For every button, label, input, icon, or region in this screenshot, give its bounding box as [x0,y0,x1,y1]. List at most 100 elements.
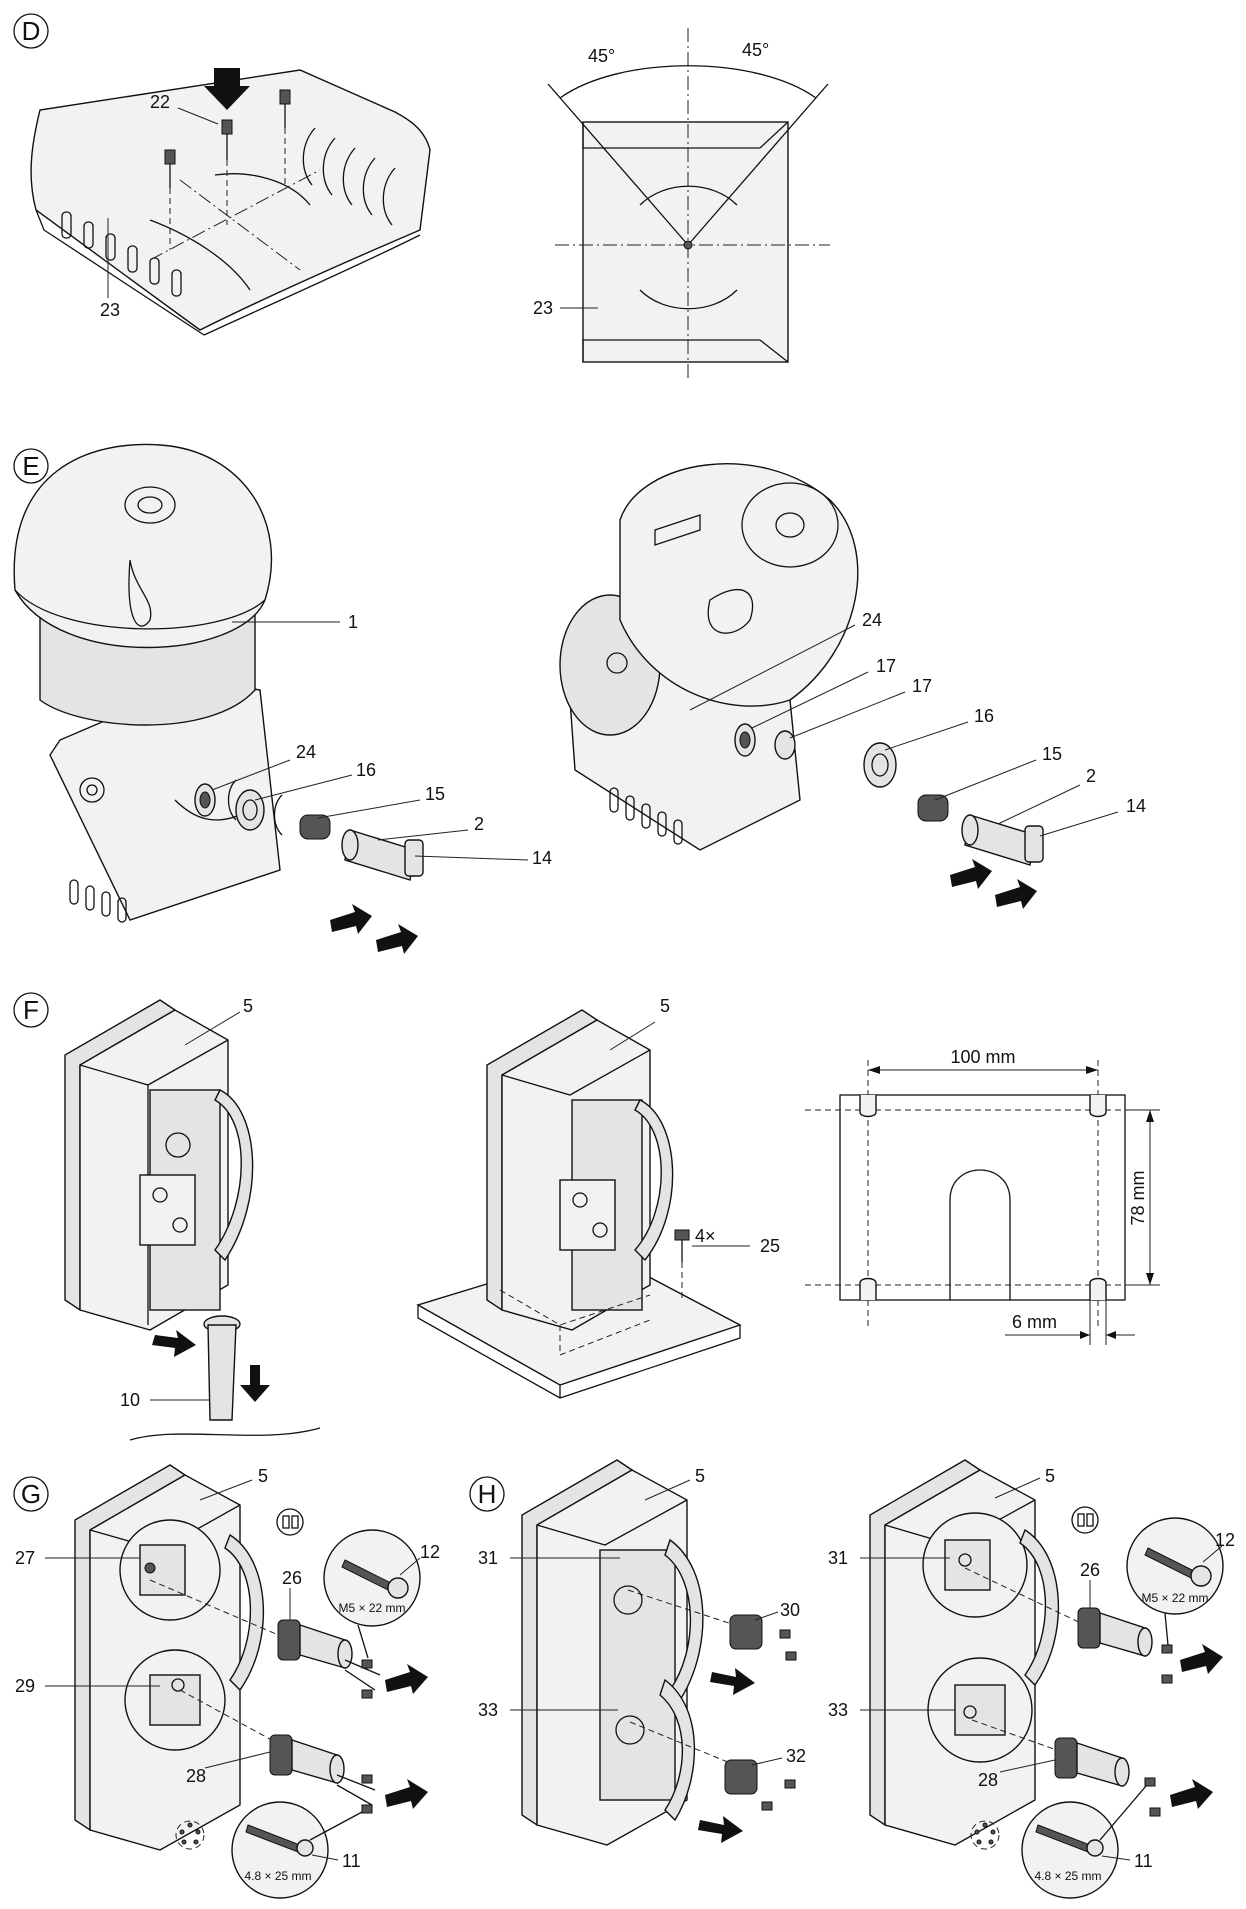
h-hole-pattern-icon [970,1820,1000,1850]
label-23: 23 [100,300,120,320]
push-arrow-icon-a [330,904,372,934]
g-label-27: 27 [15,1548,35,1568]
slot-bottom-left [859,1277,877,1300]
section-d-letter: D [22,16,41,46]
e-left-label-15: 15 [425,784,445,804]
h-left-label-33: 33 [478,1700,498,1720]
g-push-arrow-icon-b [385,1779,428,1809]
tilted-push-arrow-icon-a [950,859,992,889]
two-slot-icon [276,1508,304,1536]
h-two-slot-icon [1071,1506,1099,1534]
screw-25 [674,1229,690,1300]
bracket-vents-e-left [69,879,127,923]
curved-slot-lower [149,219,251,291]
section-g: G [13,1464,440,1899]
h-screw-12-size: M5 × 22 mm [1141,1591,1208,1605]
dim-width: 100 mm [950,1047,1015,1067]
e-right-label-16: 16 [974,706,994,726]
screw-12-small [361,1659,373,1699]
screw-22-a [164,149,176,250]
dome-lens [124,486,176,524]
cable-gland-24 [194,783,216,817]
dim-height: 78 mm [1128,1170,1148,1225]
e-right-label-2: 2 [1086,766,1096,786]
h-right-label-28: 28 [978,1770,998,1790]
h-push-arrow-icon-b [1170,1779,1213,1809]
section-h-letter: H [478,1479,497,1509]
section-e-badge [13,448,49,484]
down-arrow-icon [240,1365,270,1402]
h-left-label-31: 31 [478,1548,498,1568]
g-label-26: 26 [282,1568,302,1588]
rotate-arrow-icon-a [227,779,237,821]
conduit-2 [341,829,416,881]
bracket-vents-e-right [609,787,683,845]
drilling-template: 100 mm 78 mm 6 mm [805,1047,1160,1345]
tilted-gland-17 [734,723,756,757]
h-left-label-32: 32 [786,1746,806,1766]
angle-label-right: 45° [742,40,769,60]
tilted-nut-16 [863,742,897,788]
tilted-nut-17 [774,730,796,760]
h-box-remove-plates: 5 31 30 33 32 [478,1459,806,1846]
bracket-perspective: 22 23 [30,68,431,336]
e-right-label-15: 15 [1042,744,1062,764]
g-label-28: 28 [186,1766,206,1786]
g-label-11: 11 [342,1851,361,1871]
g-screw-11-size: 4.8 × 25 mm [244,1869,311,1883]
top-view-slot-upper [639,185,738,206]
grommet-10 [203,1315,241,1421]
h-cable-entry-28 [1054,1737,1130,1787]
angle-label-left: 45° [588,46,615,66]
remove-arrow-icon [152,1330,196,1357]
template-cutout [949,1169,1011,1300]
slot-top-left [859,1095,877,1118]
e-right-label-14: 14 [1126,796,1146,816]
section-d: D [13,13,830,380]
dim-slot: 6 mm [1012,1312,1057,1332]
h-right-label-33: 33 [828,1700,848,1720]
vent-slots-left [61,211,182,297]
hole-pattern-icon [175,1820,205,1850]
e-left-label-16: 16 [356,760,376,780]
slot-bottom-right [1089,1277,1107,1300]
slot-top-right [1089,1095,1107,1118]
curved-slot-upper [214,173,311,206]
section-e: E [13,443,1146,954]
vent-slots-right [302,127,396,226]
top-view-label-23: 23 [533,298,553,318]
section-g-letter: G [21,1479,41,1509]
h-right-label-11: 11 [1134,1851,1153,1871]
g-push-arrow-icon-a [385,1664,428,1694]
junction-box-on-plate: 4× 25 5 [416,996,780,1399]
tilted-dome-lens [741,482,839,568]
section-d-badge [13,13,49,49]
screw-22-b [221,119,233,225]
f-middle-label-5: 5 [660,996,670,1016]
h-left-label-30: 30 [780,1600,800,1620]
g-label-12: 12 [420,1542,440,1562]
h-remove-arrow-icon-b [698,1816,743,1843]
g-label-5: 5 [258,1466,268,1486]
e-left-label-2: 2 [474,814,484,834]
label-22: 22 [150,92,170,112]
h-right-label-12: 12 [1215,1530,1235,1550]
zoom-screw-12: M5 × 22 mm 12 [323,1529,440,1659]
h-zoom-screw-11: 4.8 × 25 mm 11 [1021,1785,1153,1899]
tilted-push-arrow-icon-b [995,879,1037,909]
e-right-label-24: 24 [862,610,882,630]
box-cable [214,1089,254,1262]
e-left-label-24: 24 [296,742,316,762]
h-left-label-5: 5 [695,1466,705,1486]
section-h-badge [469,1476,505,1512]
screw-11-small [361,1774,373,1814]
section-f-badge [13,992,49,1028]
top-view-slot-lower [639,289,738,310]
insert-arrow-icon [204,68,250,110]
f-left-label-5: 5 [243,996,253,1016]
junction-box-grommet: 10 5 [64,996,321,1441]
f-middle-label-count: 4× [695,1226,716,1246]
section-f-letter: F [23,995,39,1025]
f-left-label-10: 10 [120,1390,140,1410]
